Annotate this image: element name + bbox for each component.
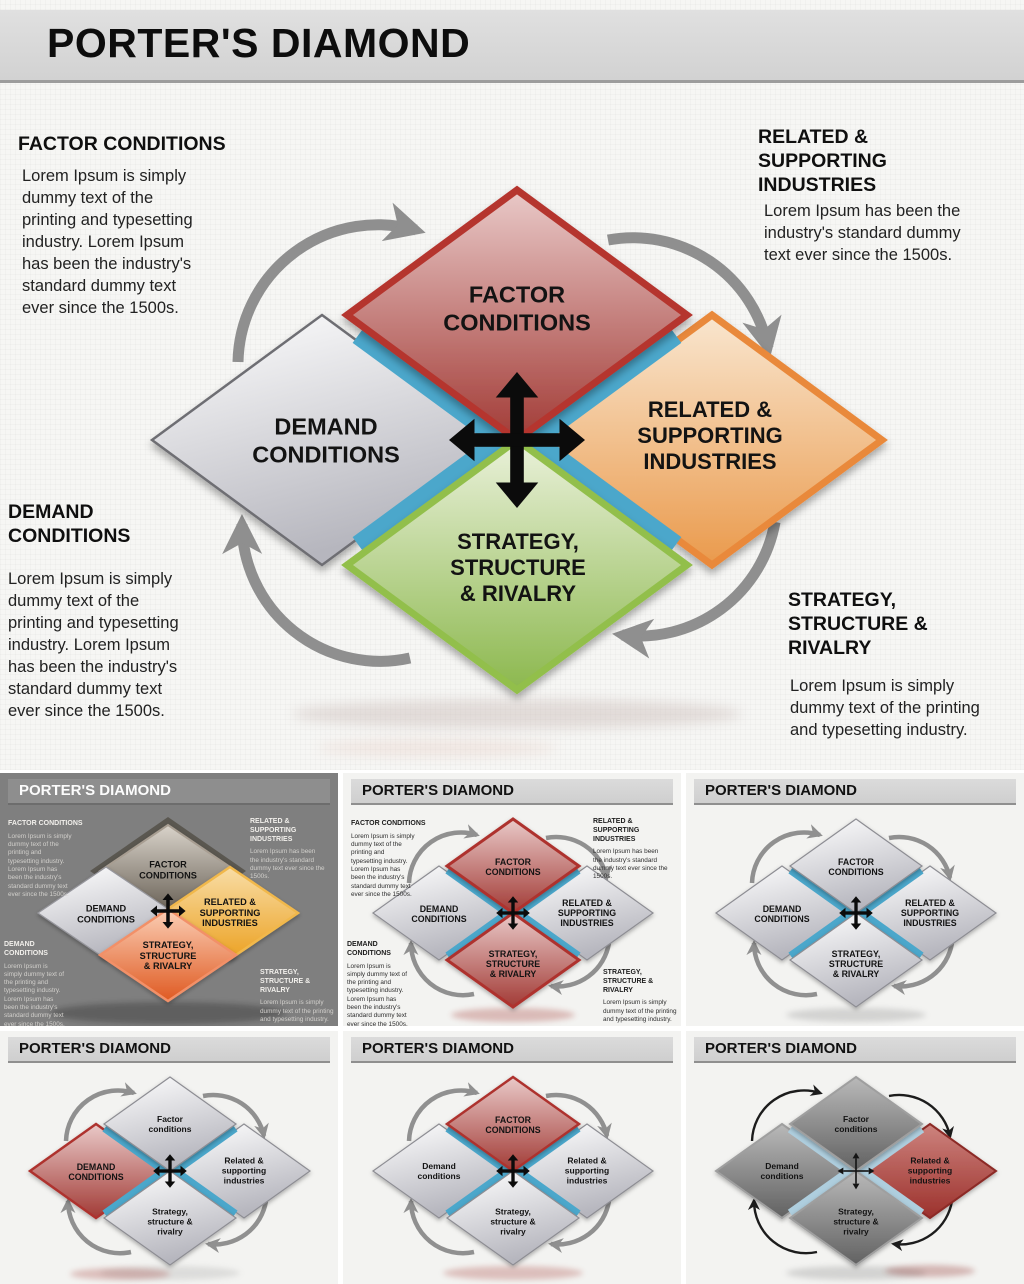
thumb4-title: PORTER'S DIAMOND xyxy=(19,1040,171,1057)
floor-reflection-2 xyxy=(317,739,557,757)
thumb5-strategy-label: Strategy, structure & rivalry xyxy=(490,1206,536,1236)
porter-diamond-diagram xyxy=(149,185,888,757)
thumb1-diagram xyxy=(36,817,301,1024)
factor-diamond-label: FACTOR CONDITIONS xyxy=(443,281,591,335)
thumb5-strategy-diamond xyxy=(445,1170,581,1266)
thumbnail-slide-1[interactable]: PORTER'S DIAMOND FACTOR CONDITIONS DEMAN… xyxy=(0,773,338,1026)
thumb5-demand-label: Demand conditions xyxy=(417,1161,461,1181)
floor-reflection xyxy=(292,699,742,729)
thumb6-title: PORTER'S DIAMOND xyxy=(705,1040,857,1057)
thumb2-related-label: RELATED & SUPPORTING INDUSTRIES xyxy=(557,897,617,929)
thumb2-strategy-label: STRATEGY, STRUCTURE & RIVALRY xyxy=(485,948,541,980)
thumb5-related-label: Related & supporting industries xyxy=(564,1155,610,1185)
thumb2-strategy-diamond xyxy=(444,911,582,1009)
thumb6-strategy-label: Strategy, structure & rivalry xyxy=(833,1206,879,1236)
related-diamond-label: RELATED & SUPPORTING INDUSTRIES xyxy=(637,397,783,474)
thumb1-strategy-label: STRATEGY, STRUCTURE & RIVALRY xyxy=(139,940,197,972)
thumb3-strategy-diamond xyxy=(788,912,924,1008)
thumb2-diagram xyxy=(371,817,655,1022)
thumb2-factor-section: FACTOR CONDITIONS Lorem Ipsum is simply … xyxy=(351,820,426,899)
thumb3-demand-label: DEMAND CONDITIONS xyxy=(754,903,810,924)
thumb6-related-label: Related & supporting industries xyxy=(907,1155,953,1185)
demand-section-heading: DEMAND CONDITIONS xyxy=(8,501,131,547)
thumb2-related-section: RELATED & SUPPORTING INDUSTRIES Lorem Ip… xyxy=(593,818,668,881)
thumbnail-slide-5[interactable]: PORTER'S DIAMOND FACTOR CONDITIONS Deman… xyxy=(343,1031,681,1284)
thumb4-demand-label: DEMAND CONDITIONS xyxy=(68,1161,124,1182)
thumbnail-slide-4[interactable]: PORTER'S DIAMOND Factor conditions DEMAN… xyxy=(0,1031,338,1284)
arrow-factor-to-related xyxy=(607,232,782,358)
thumbnail-slide-6[interactable]: PORTER'S DIAMOND Factor conditions Deman… xyxy=(686,1031,1024,1284)
factor-section-body: Lorem Ipsum is simply dummy text of the … xyxy=(22,167,193,317)
thumb1-title-bar: PORTER'S DIAMOND xyxy=(8,779,330,805)
arrow-strategy-to-demand xyxy=(222,514,412,667)
thumb5-title-bar: PORTER'S DIAMOND xyxy=(351,1037,673,1063)
thumb1-strategy-diamond xyxy=(97,907,239,1003)
related-section-body: Lorem Ipsum has been the industry's stan… xyxy=(764,202,961,264)
thumb5-diagram xyxy=(371,1075,655,1280)
thumb3-title: PORTER'S DIAMOND xyxy=(705,782,857,799)
thumb1-related-label: RELATED & SUPPORTING INDUSTRIES xyxy=(199,897,261,929)
thumb2-factor-label: FACTOR CONDITIONS xyxy=(485,856,541,877)
thumb2-title-bar: PORTER'S DIAMOND xyxy=(351,779,673,805)
thumb4-title-bar: PORTER'S DIAMOND xyxy=(8,1037,330,1063)
main-slide: PORTER'S DIAMOND FACTOR CONDITIONS DEMAN… xyxy=(0,0,1024,770)
thumb1-factor-section: FACTOR CONDITIONS Lorem Ipsum is simply … xyxy=(8,820,83,899)
thumb6-diagram xyxy=(714,1075,998,1280)
thumb4-strategy-diamond xyxy=(102,1170,238,1266)
thumb3-factor-label: FACTOR CONDITIONS xyxy=(828,856,884,877)
thumb2-demand-section: DEMAND CONDITIONS Lorem Ipsum is simply … xyxy=(347,941,408,1026)
strategy-section-heading: STRATEGY, STRUCTURE & RIVALRY xyxy=(788,589,928,659)
title-bar: PORTER'S DIAMOND xyxy=(0,10,1024,83)
demand-diamond-label: DEMAND CONDITIONS xyxy=(252,413,400,467)
thumb6-strategy-diamond xyxy=(788,1169,924,1267)
thumb3-diagram xyxy=(714,818,998,1022)
arrow-related-to-strategy xyxy=(612,521,781,659)
thumb1-strategy-section: STRATEGY, STRUCTURE & RIVALRY Lorem Ipsu… xyxy=(260,969,334,1023)
thumb4-related-label: Related & supporting industries xyxy=(221,1155,267,1185)
thumb2-title: PORTER'S DIAMOND xyxy=(362,782,514,799)
strategy-section-body: Lorem Ipsum is simply dummy text of the … xyxy=(790,677,980,739)
arrow-demand-to-factor xyxy=(232,202,426,363)
factor-section-heading: FACTOR CONDITIONS xyxy=(18,133,226,155)
thumb1-title: PORTER'S DIAMOND xyxy=(19,782,171,799)
thumbnail-slide-2[interactable]: PORTER'S DIAMOND FACTOR CONDITIONS DEMAN… xyxy=(343,773,681,1026)
thumb6-title-bar: PORTER'S DIAMOND xyxy=(694,1037,1016,1063)
thumb6-factor-label: Factor conditions xyxy=(834,1114,878,1134)
thumb2-strategy-section: STRATEGY, STRUCTURE & RIVALRY Lorem Ipsu… xyxy=(603,969,677,1023)
thumb5-title: PORTER'S DIAMOND xyxy=(362,1040,514,1057)
thumb3-related-label: RELATED & SUPPORTING INDUSTRIES xyxy=(900,897,960,929)
thumb5-factor-label: FACTOR CONDITIONS xyxy=(485,1114,541,1135)
thumb4-strategy-label: Strategy, structure & rivalry xyxy=(147,1206,193,1236)
strategy-diamond-label: STRATEGY, STRUCTURE & RIVALRY xyxy=(450,529,586,606)
thumb3-strategy-label: STRATEGY, STRUCTURE & RIVALRY xyxy=(828,948,884,980)
thumb1-related-section: RELATED & SUPPORTING INDUSTRIES Lorem Ip… xyxy=(250,818,325,881)
thumb1-demand-label: DEMAND CONDITIONS xyxy=(77,903,135,924)
thumb2-demand-label: DEMAND CONDITIONS xyxy=(411,903,467,924)
demand-section-body: Lorem Ipsum is simply dummy text of the … xyxy=(8,570,179,720)
thumb6-demand-label: Demand conditions xyxy=(760,1161,804,1181)
thumb3-title-bar: PORTER'S DIAMOND xyxy=(694,779,1016,805)
thumb1-demand-section: DEMAND CONDITIONS Lorem Ipsum is simply … xyxy=(4,941,65,1026)
page-title: PORTER'S DIAMOND xyxy=(47,20,471,66)
thumb4-diagram xyxy=(27,1076,312,1280)
thumb1-factor-label: FACTOR CONDITIONS xyxy=(139,859,197,880)
related-section-heading: RELATED & SUPPORTING INDUSTRIES xyxy=(758,126,887,196)
strategy-structure-diamond xyxy=(341,435,693,695)
thumbnail-slide-3[interactable]: PORTER'S DIAMOND FACTOR CONDITIONS DEMAN… xyxy=(686,773,1024,1026)
thumb4-factor-label: Factor conditions xyxy=(148,1114,192,1134)
